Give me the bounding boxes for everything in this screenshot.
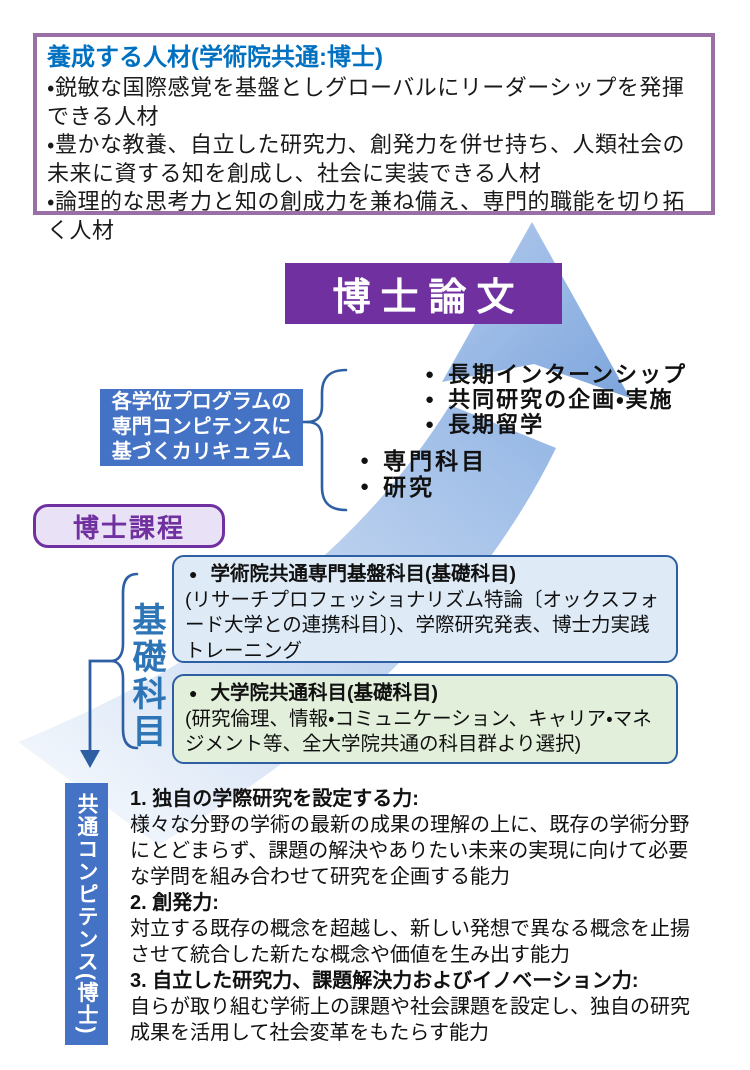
program-competence-line: 各学位プログラムの [111,391,292,413]
list-item-label: 共同研究の企画・実施 [448,387,674,412]
list-item-label: 長期留学 [448,412,545,437]
bullet-icon: ● [425,391,435,408]
advanced-activities-list: ● 長期インターンシップ ● 共同研究の企画・実施 ● 長期留学 [425,364,687,436]
box-body: (リサーチプロフェッショナリズム特論〔オックスフォード大学との連携科目〕)、学際… [185,588,659,662]
down-arrowhead-icon [80,750,100,768]
bullet-icon: ● [425,416,435,433]
competence-body: 自らが取り組む学術上の課題や社会課題を設定し、独自の研究成果を活用して社会変革を… [130,996,690,1044]
core-curriculum-list: ● 専門科目 ● 研究 [360,448,488,500]
list-item-label: 研究 [383,474,436,500]
common-competence-label: 共通コンピテンス(博士) [75,793,98,1035]
brace-curriculum [306,368,348,512]
box-title-row: ● 学術院共通専門基盤科目(基礎科目) [185,562,665,588]
doctoral-thesis-banner: 博士論文 [285,263,562,324]
box-body: (研究倫理、情報・コミュニケーション、キャリア・マネジメント等、全大学院共通の科… [185,707,652,756]
academy-common-subjects-box: ● 学術院共通専門基盤科目(基礎科目) (リサーチプロフェッショナリズム特論〔オ… [172,555,678,663]
bullet-icon: ● [189,566,198,582]
bullet-icon: ● [360,452,370,469]
bullet-icon: ● [425,366,435,383]
program-competence-line: 基づくカリキュラム [111,441,292,463]
target-talent-bullet: ・論理的な思考力と知の創成力を兼ね備え、専門的職能を切り拓く人材 [47,189,685,243]
graduate-common-subjects-box: ● 大学院共通科目(基礎科目) (研究倫理、情報・コミュニケーション、キャリア・… [172,674,678,764]
target-talent-box: 養成する人材(学術院共通:博士) ・鋭敏な国際感覚を基盤としグローバルにリーダー… [33,33,715,243]
bullet-icon: ● [189,685,198,701]
program-competence-line: 専門コンピテンスに [111,416,292,438]
competence-body: 対立する既存の概念を超越し、新しい発想で異なる概念を止揚させて統合した新たな概念… [130,918,690,966]
competence-list: 1. 独自の学際研究を設定する力: 様々な分野の学術の最新の成果の理解の上に、既… [130,786,708,1046]
box-title: 学術院共通専門基盤科目(基礎科目) [210,563,516,585]
box-title: 大学院共通科目(基礎科目) [210,682,438,704]
foundation-subjects-label: 基礎科目 [127,602,165,750]
bullet-icon: ● [360,478,370,495]
competence-title: 1. 独自の学際研究を設定する力: [130,788,419,810]
target-talent-bullet: ・豊かな教養、自立した研究力、創発力を併せ持ち、人類社会の未来に資する知を創成し… [47,132,685,186]
program-competence-box: 各学位プログラムの 専門コンピテンスに 基づくカリキュラム [100,389,303,466]
competence-title: 3. 自立した研究力、課題解決力およびイノベーション力: [130,970,639,992]
list-item: ● 研究 [360,474,487,500]
list-item: ● 長期留学 [425,414,687,436]
target-talent-title: 養成する人材(学術院共通:博士) [47,44,383,71]
list-item-label: 専門科目 [383,448,488,474]
foundation-to-competence-line [88,659,113,753]
list-item: ● 専門科目 [360,448,488,474]
box-title-row: ● 大学院共通科目(基礎科目) [185,681,665,707]
competence-body: 様々な分野の学術の最新の成果の理解の上に、既存の学術分野にとどまらず、課題の解決… [130,814,690,888]
competence-title: 2. 創発力: [130,892,219,914]
target-talent-bullet: ・鋭敏な国際感覚を基盤としグローバルにリーダーシップを発揮できる人材 [47,75,685,129]
list-item-label: 長期インターンシップ [448,362,687,387]
list-item: ● 長期インターンシップ [425,364,687,386]
common-competence-bar: 共通コンピテンス(博士) [65,783,108,1045]
doctoral-course-badge: 博士課程 [33,504,225,548]
list-item: ● 共同研究の企画・実施 [425,389,687,411]
